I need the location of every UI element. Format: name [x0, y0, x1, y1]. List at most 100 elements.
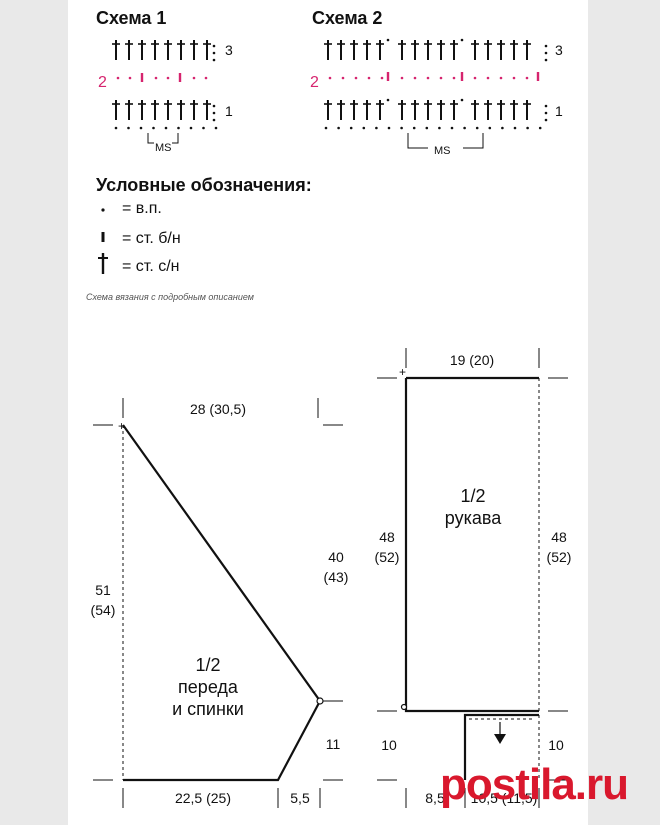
- chain-stitch-icon: [164, 126, 168, 130]
- legend-item-double-crochet: = ст. с/н: [122, 258, 180, 275]
- chain-stitch-icon: [214, 126, 218, 130]
- chain-stitch-icon: [212, 51, 216, 55]
- sleeve-dim-top: 19 (20): [449, 352, 495, 368]
- chain-stitch-icon: [367, 76, 371, 80]
- chain-stitch-icon: [544, 44, 548, 48]
- chain-stitch-icon: [400, 126, 403, 130]
- sc-stitch-icon: [140, 73, 144, 82]
- schema-1-chart: [112, 40, 218, 144]
- chain-stitch-icon: [152, 126, 155, 130]
- sleeve-dim-bottom-left: 8,5: [425, 790, 445, 806]
- chain-stitch-icon: [189, 126, 193, 130]
- caption: Схема вязания с подробным описанием: [86, 292, 254, 302]
- schema-2-title: Схема 2: [312, 8, 383, 28]
- body-dim-right: 40 (43): [323, 549, 349, 585]
- chain-stitch-icon: [512, 76, 516, 80]
- chain-stitch-icon: [501, 126, 504, 130]
- sc-stitch-icon: [386, 72, 390, 81]
- chain-stitch-icon: [204, 76, 208, 80]
- schema-2-row-3: 3: [555, 42, 563, 58]
- single-crochet-bar-icon: [101, 232, 105, 242]
- chain-stitch-icon: [538, 126, 542, 130]
- sc-stitch-icon: [536, 72, 540, 81]
- chain-stitch-icon: [544, 104, 548, 108]
- schema-1-title: Схема 1: [96, 8, 167, 28]
- svg-text:+: +: [399, 365, 406, 379]
- body-piece-outline: +: [93, 398, 343, 808]
- body-dim-top: 28 (30,5): [189, 401, 247, 417]
- legend-item-chain: = в.п.: [122, 200, 162, 217]
- chain-stitch-icon: [154, 76, 158, 80]
- body-marker-circle: [316, 697, 324, 705]
- chain-stitch-icon: [400, 76, 404, 80]
- chain-stitch-icon: [438, 126, 441, 130]
- schema-1-row-3: 3: [225, 42, 233, 58]
- schema-2-repeat-label: MS: [434, 145, 451, 157]
- watermark-logo: postila.ru: [440, 760, 629, 809]
- chain-stitch-icon: [212, 104, 216, 108]
- chain-stitch-icon: [460, 98, 464, 102]
- schema-2-row-1: 1: [555, 103, 563, 119]
- chain-stitch-icon: [128, 76, 132, 80]
- schema-2-row-2: 2: [310, 74, 319, 91]
- body-piece-label: 1/2 переда и спинки: [172, 655, 244, 719]
- sc-stitch-icon: [460, 72, 464, 81]
- chain-stitch-icon: [452, 76, 456, 80]
- body-dim-bottom: 22,5 (25): [174, 790, 232, 806]
- chain-stitch-icon: [526, 126, 529, 130]
- chain-stitch-icon: [362, 126, 366, 130]
- pattern-sheet: Схема 1 Схема 2 3 2 1 MS 3 2 1 MS Условн…: [68, 0, 588, 825]
- chain-stitch-icon: [413, 76, 417, 80]
- sleeve-marker-circle: [400, 703, 408, 711]
- chain-stitch-icon: [212, 58, 216, 62]
- schema-1-row-1: 1: [225, 103, 233, 119]
- legend-title: Условные обозначения:: [96, 175, 312, 195]
- chain-stitch-icon: [463, 126, 466, 130]
- svg-text:+: +: [118, 419, 125, 433]
- chain-stitch-icon: [114, 126, 118, 130]
- chain-stitch-icon: [192, 76, 196, 80]
- chain-stitch-icon: [460, 38, 464, 42]
- chain-stitch-icon: [544, 118, 548, 122]
- chain-stitch-icon: [212, 111, 216, 115]
- stitch-charts: [112, 38, 548, 149]
- legend-item-single-crochet: = ст. б/н: [122, 230, 181, 247]
- schema-1-row-2: 2: [98, 74, 107, 91]
- chain-stitch-icon: [166, 76, 170, 80]
- schema-2-chart: [324, 38, 548, 149]
- sleeve-dim-right: 48 (52): [546, 529, 572, 565]
- chain-stitch-icon: [202, 126, 205, 130]
- chain-stitch-icon: [177, 126, 180, 130]
- chain-stitch-icon: [127, 126, 130, 130]
- chain-stitch-icon: [380, 76, 384, 80]
- sleeve-piece-outline: +: [377, 348, 568, 808]
- chain-stitch-icon: [386, 98, 390, 102]
- chain-stitch-icon: [544, 111, 548, 115]
- body-dim-right-bottom: 11: [325, 736, 341, 752]
- chain-stitch-icon: [425, 126, 429, 130]
- chain-stitch-icon: [426, 76, 430, 80]
- chain-stitch-icon: [324, 126, 328, 130]
- chain-stitch-icon: [525, 76, 529, 80]
- chain-stitch-icon: [544, 58, 548, 62]
- chain-dot-icon: [101, 208, 105, 212]
- chain-stitch-icon: [387, 126, 391, 130]
- chain-stitch-icon: [544, 51, 548, 55]
- chain-stitch-icon: [513, 126, 517, 130]
- sc-stitch-icon: [178, 73, 182, 82]
- chain-stitch-icon: [349, 126, 353, 130]
- body-dim-bottom-right: 5,5: [290, 790, 310, 806]
- chain-stitch-icon: [499, 76, 503, 80]
- sleeve-dim-left: 48 (52): [374, 529, 400, 565]
- legend-icons: [98, 208, 108, 274]
- schema-1-repeat-label: MS: [155, 142, 172, 154]
- sleeve-dim-bottom-right: 10,5 (11,5): [470, 790, 538, 806]
- sleeve-piece-label: 1/2 рукава: [444, 486, 502, 528]
- chain-stitch-icon: [488, 126, 492, 130]
- chain-stitch-icon: [386, 38, 390, 42]
- chain-stitch-icon: [439, 76, 443, 80]
- chain-stitch-icon: [475, 126, 479, 130]
- chain-stitch-icon: [486, 76, 490, 80]
- schematics: + +: [93, 348, 568, 808]
- chain-stitch-icon: [328, 76, 332, 80]
